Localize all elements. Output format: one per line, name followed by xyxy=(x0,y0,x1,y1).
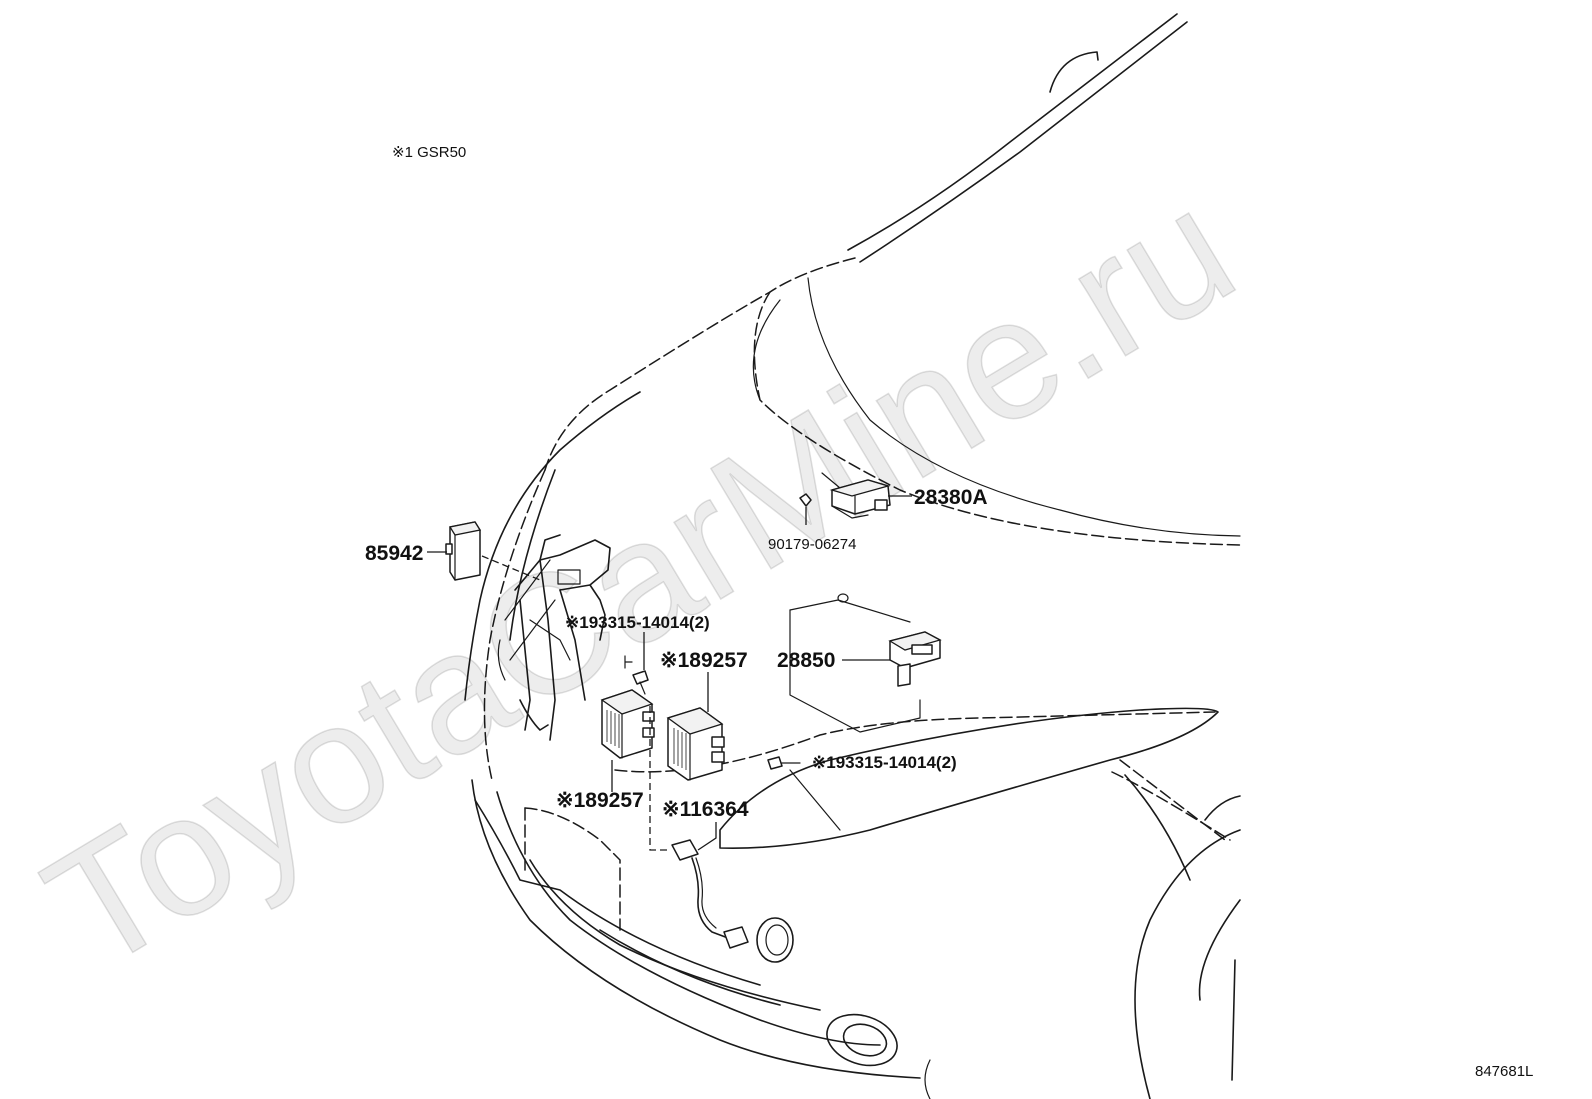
clip-90179-06274[interactable] xyxy=(799,493,812,507)
label-85942: 85942 xyxy=(365,542,423,565)
part-93315-14014-upper[interactable]: ※193315-14014(2) xyxy=(565,613,710,695)
part-28850[interactable]: 28850 xyxy=(777,593,942,733)
part-89257-lower[interactable]: ※189257 xyxy=(556,689,655,812)
label-93315-14014-upper: ※193315-14014(2) xyxy=(565,613,710,632)
model-note: ※1 GSR50 xyxy=(392,144,466,161)
label-28850: 28850 xyxy=(777,649,835,672)
label-89257-upper: ※189257 xyxy=(660,649,748,672)
label-28380A: 28380A xyxy=(914,486,988,509)
part-85942[interactable]: 85942 xyxy=(365,521,541,581)
label-16364: ※116364 xyxy=(662,798,749,821)
label-93315-14014-lower: ※193315-14014(2) xyxy=(812,753,957,772)
radiator-support xyxy=(497,534,611,741)
part-16364[interactable]: ※116364 xyxy=(649,706,749,949)
diagram-code: 847681L xyxy=(1475,1063,1533,1080)
label-89257-lower: ※189257 xyxy=(556,789,644,812)
part-89257-upper[interactable]: ※189257 xyxy=(660,649,748,781)
watermark: ToyotaCarMine.ru xyxy=(16,153,1264,1007)
label-90179-06274: 90179-06274 xyxy=(768,536,856,553)
vehicle-body-outline xyxy=(464,13,1241,1099)
part-28380A[interactable]: 28380A 90179-06274 xyxy=(768,472,988,553)
part-93315-14014-lower[interactable]: ※193315-14014(2) xyxy=(767,753,957,772)
